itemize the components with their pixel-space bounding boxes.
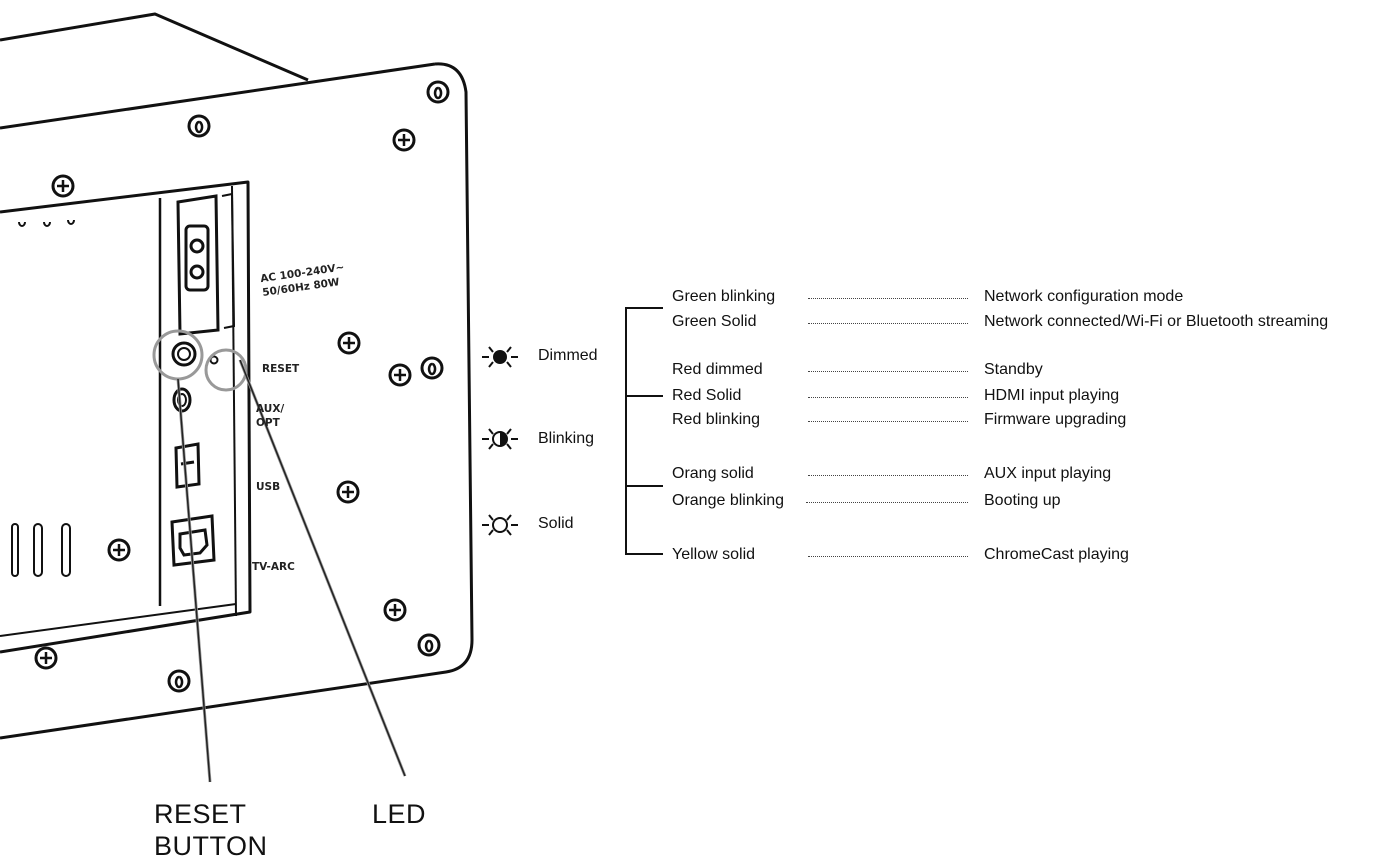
row-meaning-5: AUX input playing <box>984 465 1112 482</box>
row-meaning-4: Firmware upgrading <box>984 411 1127 428</box>
screw-icon <box>34 80 450 693</box>
row-meaning-1: Network connected/Wi-Fi or Bluetooth str… <box>984 313 1329 330</box>
row-state-6: Orange blinking <box>672 492 785 509</box>
mode-dimmed-label: Dimmed <box>538 347 598 364</box>
row-dots-0 <box>808 298 968 299</box>
device-rear-panel: AC 100-240V~ 50/60Hz 80W RESET AUX/ OPT … <box>0 12 474 783</box>
reset-panel-label: RESET <box>262 363 300 375</box>
aux-jack-icon <box>172 387 192 413</box>
row-state-7: Yellow solid <box>672 546 756 563</box>
bracket-top <box>625 307 663 309</box>
row-state-1: Green Solid <box>672 313 757 330</box>
row-meaning-3: HDMI input playing <box>984 387 1120 404</box>
row-dots-4 <box>808 421 968 422</box>
aux-label-line2: OPT <box>256 417 281 429</box>
bracket-vertical <box>625 307 627 555</box>
row-meaning-2: Standby <box>984 361 1043 378</box>
row-dots-7 <box>808 556 968 557</box>
led-hole-icon <box>209 355 219 365</box>
led-highlight-circle <box>204 348 248 392</box>
bracket-bottom <box>625 553 663 555</box>
row-dots-3 <box>808 397 968 398</box>
aux-label-line1: AUX/ <box>256 403 284 415</box>
row-meaning-7: ChromeCast playing <box>984 546 1129 563</box>
row-state-4: Red blinking <box>672 411 761 428</box>
tv-arc-panel-label: TV-ARC <box>252 561 295 573</box>
row-state-3: Red Solid <box>672 387 742 404</box>
row-meaning-0: Network configuration mode <box>984 288 1184 305</box>
row-state-0: Green blinking <box>672 288 776 305</box>
ac-inlet-icon <box>176 192 236 336</box>
reset-callout-line2: BUTTON <box>154 831 268 861</box>
led-dimmed-icon <box>482 346 518 368</box>
usb-panel-label: USB <box>256 481 280 493</box>
row-state-2: Red dimmed <box>672 361 763 378</box>
reset-callout-line1: RESET <box>154 799 247 829</box>
bracket-red <box>625 395 663 397</box>
led-callout: LED <box>372 799 427 829</box>
row-dots-2 <box>808 371 968 372</box>
row-state-5: Orang solid <box>672 465 754 482</box>
usb-port-icon <box>174 442 201 489</box>
mode-solid-label: Solid <box>538 515 574 532</box>
mode-blinking-label: Blinking <box>538 430 595 447</box>
row-meaning-6: Booting up <box>984 492 1061 509</box>
row-dots-5 <box>808 475 968 476</box>
led-blinking-icon <box>482 428 518 450</box>
reset-button-icon <box>171 341 197 367</box>
bracket-orange <box>625 485 663 487</box>
row-dots-1 <box>808 323 968 324</box>
led-solid-icon <box>482 514 518 536</box>
hdmi-port-icon <box>170 514 216 567</box>
reset-button-callout: RESET BUTTON <box>154 798 268 862</box>
row-dots-6 <box>806 502 968 503</box>
